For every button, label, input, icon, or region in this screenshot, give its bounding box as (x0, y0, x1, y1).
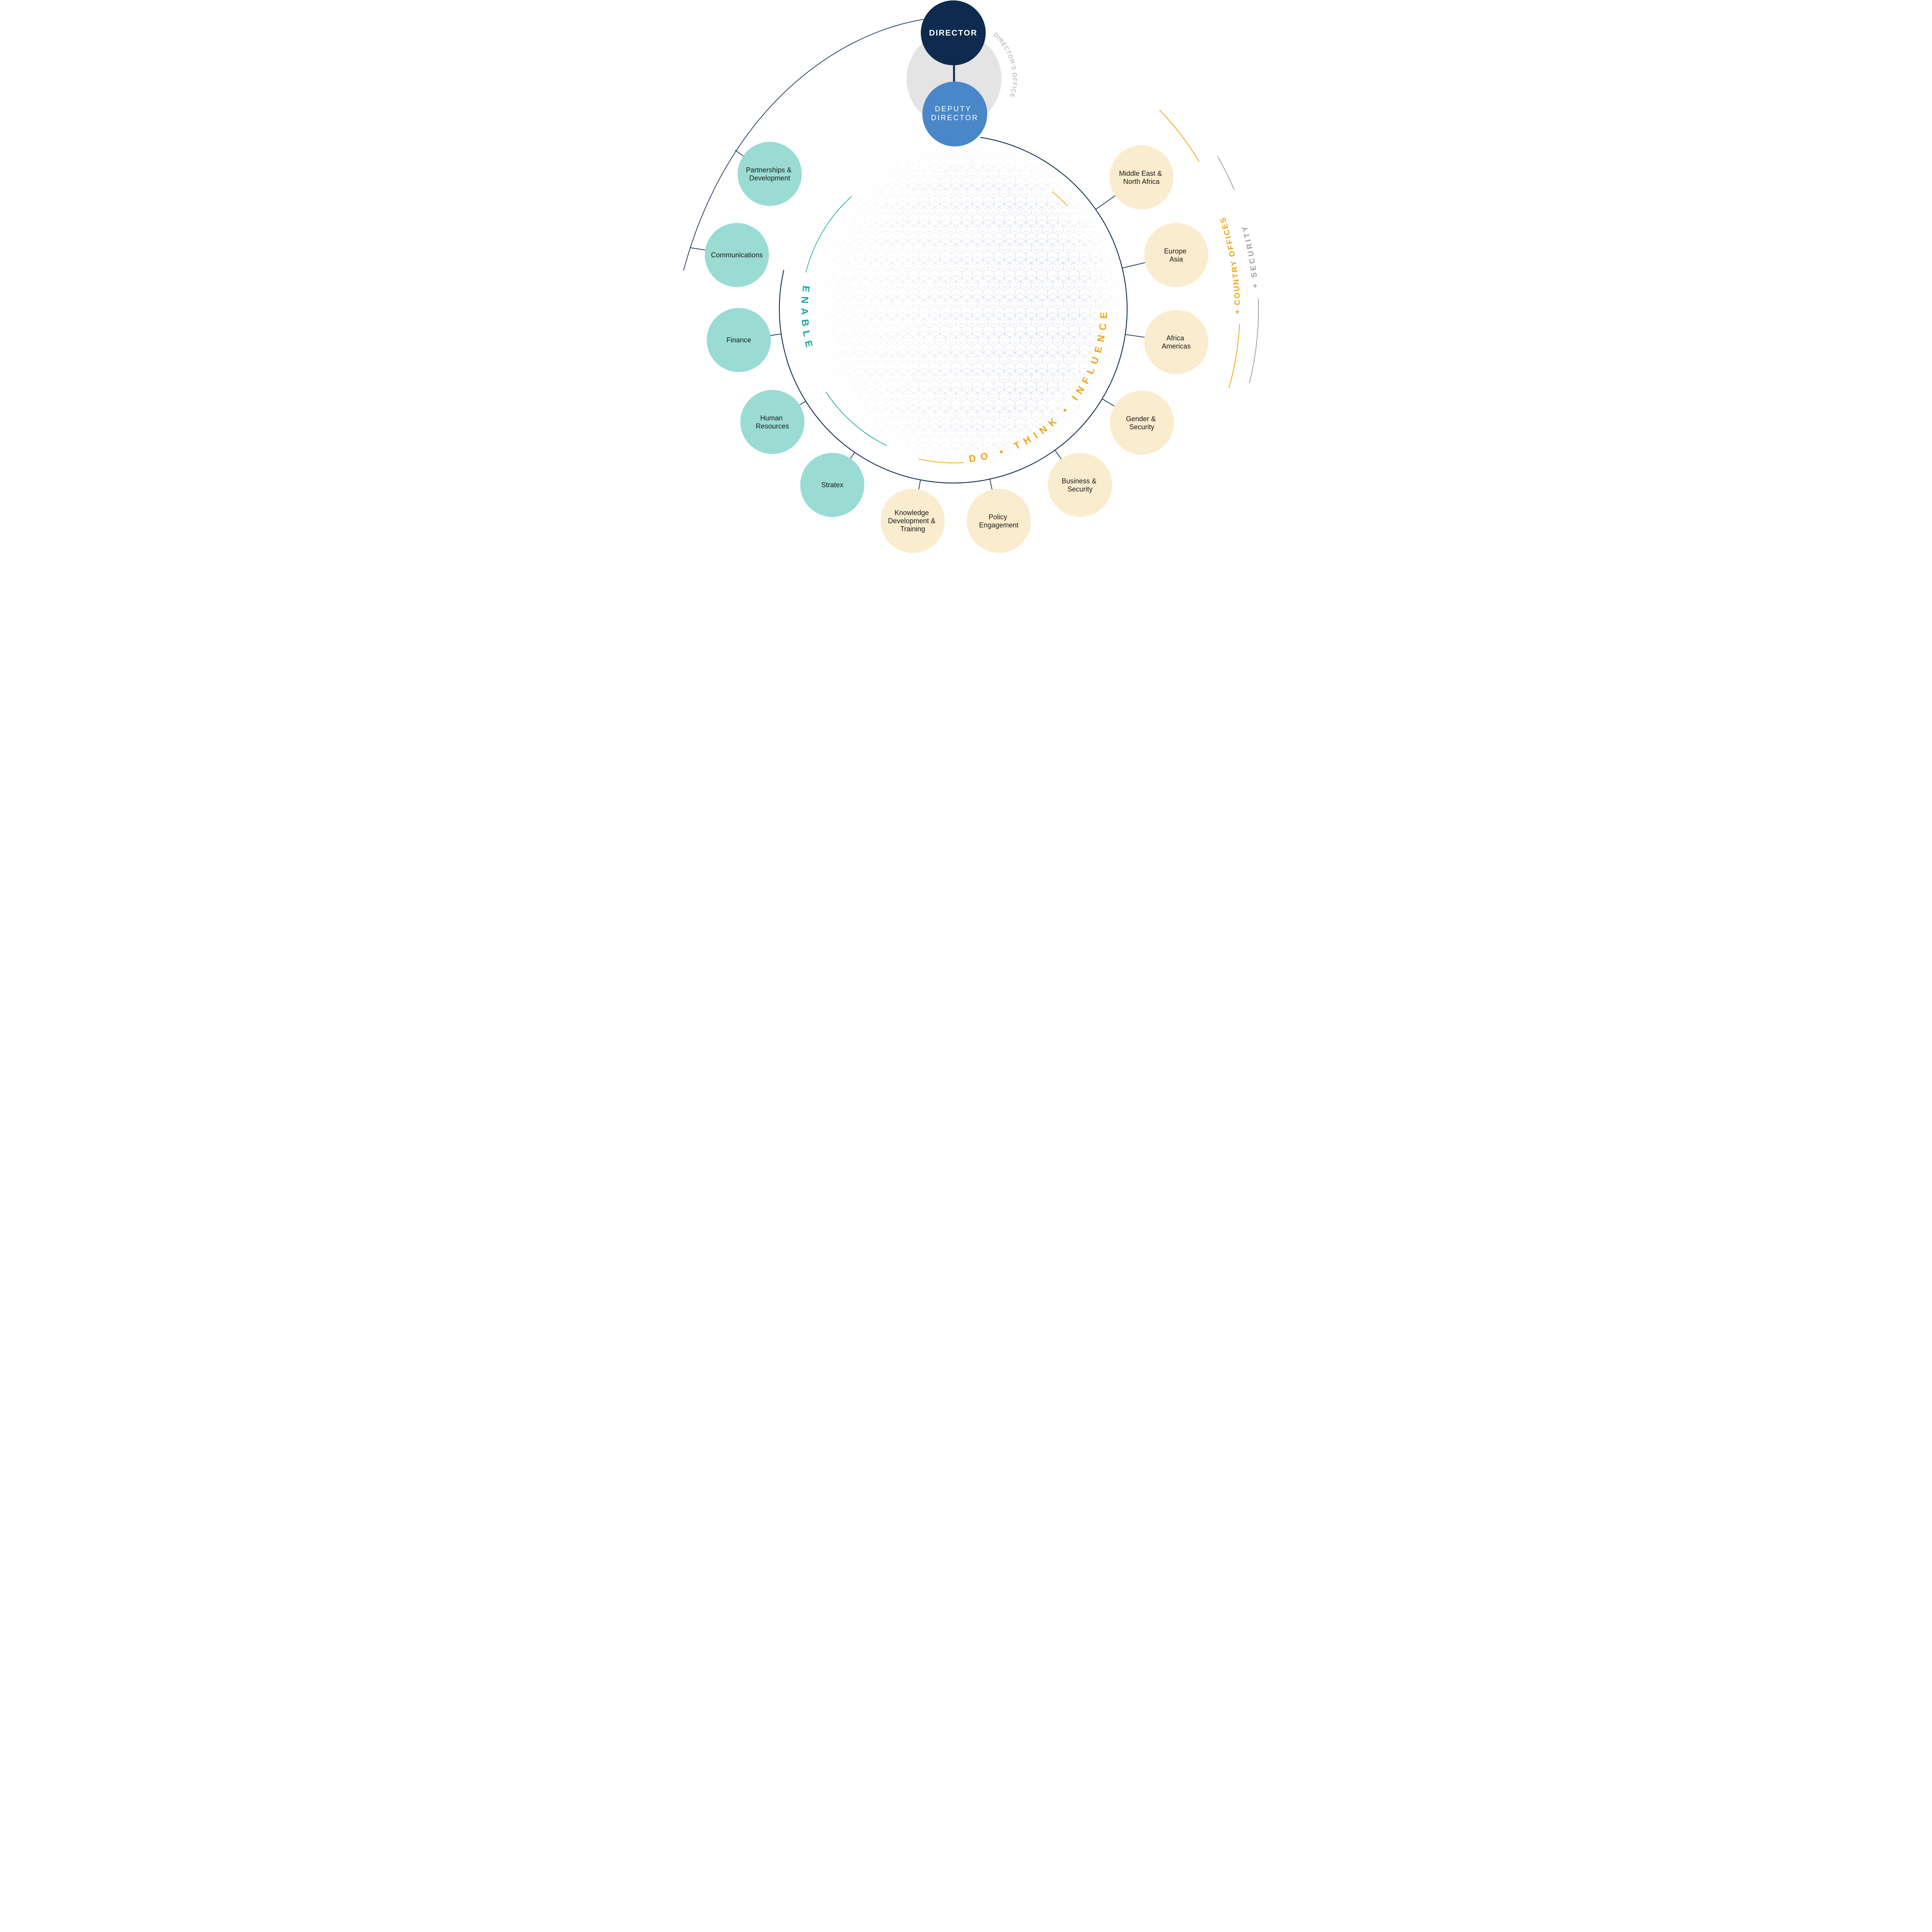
africa-americas-label: Africa Americas (1162, 334, 1190, 350)
africa-americas-circle (1144, 310, 1208, 374)
country-offices-arc-lower (1228, 324, 1240, 388)
central-pattern (794, 140, 1124, 471)
deputy-director-circle (922, 82, 987, 146)
europe-asia-circle (1144, 223, 1208, 287)
unit-human-resources: Human Resources (740, 390, 804, 454)
tick-africa-americas (1125, 334, 1145, 338)
finance-label: Finance (726, 336, 751, 344)
org-structure-diagram: ENABLE DO • THINK • INFLUENCE + COUNTRY … (667, 0, 1265, 580)
unit-gender-security: Gender & Security (1110, 391, 1174, 455)
business-security-circle (1048, 453, 1112, 517)
middle-east-north-africa-label: Middle East & North Africa (1119, 170, 1164, 185)
communications-label: Communications (711, 251, 763, 259)
director-node: DIRECTOR (921, 0, 986, 65)
dti-arc-upper (1052, 191, 1068, 207)
country-offices-curved-label: + COUNTRY OFFICES (1218, 215, 1242, 314)
communications-circle (705, 223, 769, 287)
enable-arc-lower (825, 391, 887, 446)
tick-human-resources (799, 401, 806, 405)
partnerships-development-label: Partnerships & Development (746, 166, 793, 182)
human-resources-label: Human Resources (756, 414, 789, 430)
tick-finance (770, 333, 782, 336)
gender-security-circle (1110, 391, 1174, 455)
unit-africa-americas: Africa Americas (1144, 310, 1208, 374)
business-security-label: Business & Security (1061, 477, 1098, 493)
dti-arc-lower (918, 458, 964, 463)
tick-policy-engagement (989, 479, 993, 490)
europe-asia-label: Europe Asia (1164, 247, 1188, 263)
partnerships-development-circle (738, 142, 802, 206)
tick-communications (690, 247, 706, 250)
director-circle (921, 0, 986, 65)
connector-ticks (690, 150, 1146, 490)
unit-knowledge-development-training: Knowledge Development & Training (881, 489, 945, 553)
tick-stratex (850, 452, 855, 459)
tick-knowledge-development-training (918, 480, 921, 490)
main-ring-arc (779, 137, 1128, 484)
unit-business-security: Business & Security (1048, 453, 1112, 517)
tick-middle-east-north-africa (1095, 195, 1116, 210)
knowledge-development-training-label: Knowledge Development & Training (888, 509, 937, 533)
knowledge-development-training-circle (881, 489, 945, 553)
gender-security-label: Gender & Security (1126, 415, 1158, 431)
stratex-label: Stratex (821, 481, 843, 489)
unit-stratex: Stratex (800, 453, 864, 517)
tick-gender-security (1102, 398, 1115, 407)
policy-engagement-label: Policy Engagement (979, 513, 1019, 529)
unit-finance: Finance (707, 308, 771, 372)
tick-business-security (1054, 450, 1062, 459)
unit-middle-east-north-africa: Middle East & North Africa (1109, 145, 1173, 209)
security-arc-lower (1249, 298, 1259, 383)
policy-engagement-circle (967, 489, 1031, 553)
human-resources-circle (740, 390, 804, 454)
enable-arc-upper (805, 196, 852, 273)
security-curved-label: + SECURITY (1240, 223, 1260, 288)
unit-communications: Communications (705, 223, 769, 287)
country-offices-arc-upper (1159, 109, 1199, 162)
tick-europe-asia (1122, 262, 1146, 269)
finance-circle (707, 308, 771, 372)
diagram-canvas: ENABLE DO • THINK • INFLUENCE + COUNTRY … (683, 0, 1260, 553)
unit-europe-asia: Europe Asia (1144, 223, 1208, 287)
security-arc-upper (1217, 156, 1235, 190)
tick-partnerships-development (735, 150, 744, 156)
unit-partnerships-development: Partnerships & Development (738, 142, 802, 206)
director-sweep-arc (683, 19, 924, 271)
director-label: DIRECTOR (929, 29, 977, 37)
deputy-director-node: DEPUTY DIRECTOR (922, 82, 987, 146)
middle-east-north-africa-circle (1109, 145, 1173, 209)
unit-policy-engagement: Policy Engagement (967, 489, 1031, 553)
deputy-director-label: DEPUTY DIRECTOR (931, 105, 979, 122)
stratex-circle (800, 453, 864, 517)
